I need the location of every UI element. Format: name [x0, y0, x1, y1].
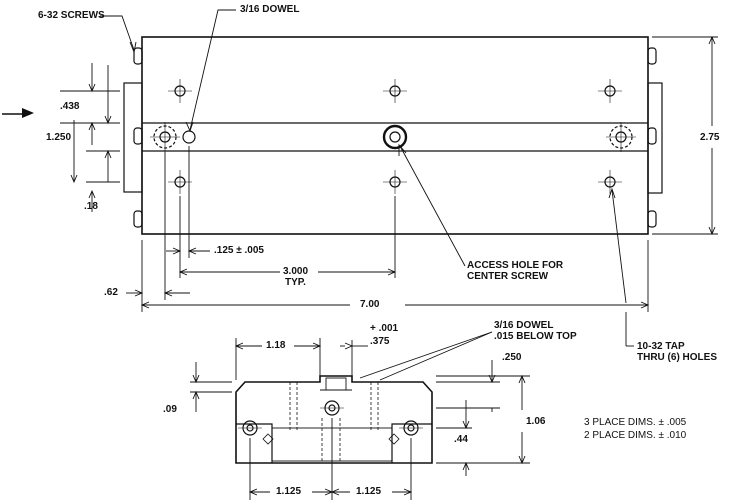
- tap-hole-icon: [168, 79, 192, 103]
- label-access-hole-2: CENTER SCREW: [467, 271, 549, 282]
- end-hole-icon: [399, 420, 423, 436]
- dim-09: .09: [163, 404, 177, 415]
- label-tap-1: 10-32 TAP: [637, 341, 685, 352]
- screw-head-icon: [133, 127, 143, 145]
- dim-106: 1.06: [526, 416, 546, 427]
- dim-3000: 3.000: [283, 266, 309, 277]
- access-hole-icon: [382, 124, 408, 150]
- counterbore-hole-icon: [150, 122, 180, 152]
- label-tap-2: THRU (6) HOLES: [637, 352, 717, 363]
- dim-1250: 1.250: [46, 132, 72, 143]
- tap-hole-icon: [168, 170, 192, 194]
- dim-118: 1.18: [266, 340, 286, 351]
- screw-head-icon: [647, 47, 657, 65]
- dim-62: .62: [104, 287, 118, 298]
- left-end-block: [123, 82, 143, 193]
- dim-375: .375: [370, 336, 390, 347]
- tap-hole-icon: [598, 170, 622, 194]
- dim-1125-right: 1.125: [356, 486, 382, 497]
- end-hole-icon: [238, 420, 262, 436]
- screw-head-icon: [647, 127, 657, 145]
- label-dowel-top: 3/16 DOWEL: [240, 4, 300, 15]
- label-6-32-screws: 6-32 SCREWS: [38, 10, 105, 21]
- label-dowel-bottom-2: .015 BELOW TOP: [494, 331, 577, 342]
- end-view-body: [235, 375, 433, 464]
- tap-hole-icon: [383, 170, 407, 194]
- end-view: [190, 331, 530, 500]
- dim-275: 2.75: [700, 132, 720, 143]
- label-dowel-bottom-1: 3/16 DOWEL: [494, 320, 554, 331]
- dim-18: .18: [84, 201, 98, 212]
- dim-700: 7.00: [360, 299, 380, 310]
- screw-head-icon: [133, 210, 143, 228]
- label-access-hole-1: ACCESS HOLE FOR: [467, 260, 564, 271]
- dim-44: .44: [454, 434, 468, 445]
- dim-438: .438: [60, 101, 80, 112]
- dim-250: .250: [502, 352, 522, 363]
- dim-1125-left: 1.125: [276, 486, 302, 497]
- counterbore-hole-icon: [606, 122, 636, 152]
- tolerance-3-place: 3 PLACE DIMS. ± .005: [584, 417, 687, 428]
- dowel-hole-icon: [182, 130, 196, 144]
- screw-head-icon: [133, 47, 143, 65]
- end-hole-icon: [320, 400, 344, 416]
- tolerance-2-place: 2 PLACE DIMS. ± .010: [584, 430, 687, 441]
- dim-125-tolerance: .125 ± .005: [214, 245, 264, 256]
- right-end-block: [647, 82, 663, 194]
- tap-hole-icon: [598, 79, 622, 103]
- screw-head-icon: [647, 210, 657, 228]
- tol-001: + .001: [370, 323, 399, 334]
- label-typ: TYP.: [285, 277, 306, 288]
- top-view: [2, 9, 718, 347]
- tap-hole-icon: [383, 79, 407, 103]
